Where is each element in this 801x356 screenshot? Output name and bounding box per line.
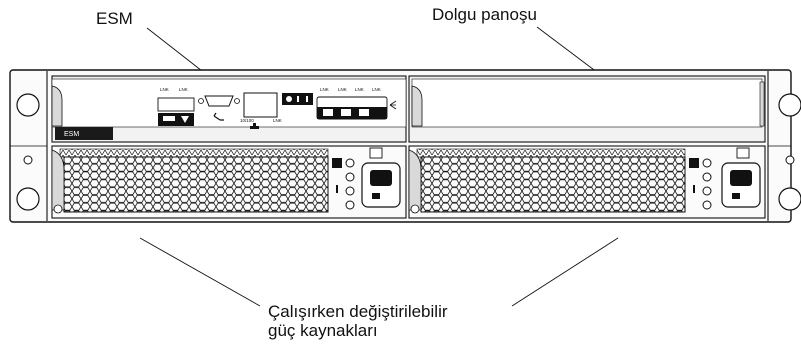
serial-screw-right [234, 98, 240, 104]
esm-callout-label: ESM [96, 9, 133, 28]
psu-right-power-switch [732, 193, 740, 199]
serial-port [204, 95, 234, 107]
esm-latch-lever [51, 85, 63, 127]
right-rack-screw [785, 155, 795, 165]
esm-name-plate-text: ESM [64, 131, 79, 138]
expansion-port-1 [323, 109, 333, 116]
psu-leader-line-right [511, 237, 619, 307]
left-rack-screw [23, 155, 33, 165]
power-led-icon [286, 96, 292, 102]
wrench-icon [213, 112, 224, 121]
port-direction-icon [389, 100, 397, 110]
down-arrow-icon [181, 116, 189, 123]
expansion-port-2 [341, 109, 351, 116]
psu-right-switch-icon [693, 185, 695, 193]
expansion-port-3 [359, 109, 369, 116]
esm-name-plate [55, 127, 113, 140]
fault-led-icon [297, 96, 299, 102]
esm-module: ESM LNK LNK 10/100 LNK LNK LNK LNK LNK [51, 75, 407, 143]
lnk-label-1: LNK [160, 87, 169, 92]
psu-right-screw [410, 204, 420, 214]
psu-right-led-4 [702, 186, 712, 196]
psu-right-led-2 [702, 158, 712, 168]
left-rack-hole-top [16, 93, 40, 117]
psu-left-socket-inner [370, 170, 392, 186]
port-icon [163, 116, 175, 121]
filler-panel [408, 75, 766, 143]
power-supplies-callout-label: Çalışırken değiştirilebilir güç kaynakla… [268, 302, 448, 340]
psu-right-latch-tab [736, 147, 750, 159]
psu-left-led-1 [332, 158, 342, 168]
psu-right-led-1 [689, 158, 699, 168]
right-rack-hole-top [778, 93, 801, 117]
psu-right-fan-grille [420, 156, 686, 213]
psu-left-switch-icon [336, 185, 338, 193]
psu-left-handle [51, 149, 65, 211]
psu-leader-line-left [139, 237, 261, 307]
lnk-label-6: LNK [372, 87, 381, 92]
psu-left-latch-tab [369, 147, 383, 159]
expansion-port-dark [317, 107, 387, 119]
power-supply-right [408, 145, 766, 219]
service-led-icon [306, 96, 308, 102]
power-supply-left [51, 145, 407, 219]
psu-right-vent-edge [416, 148, 686, 158]
power-supplies-label-line-1: Çalışırken değiştirilebilir [268, 302, 448, 321]
psu-right-led-5 [702, 200, 712, 210]
lnk-label-5: LNK [355, 87, 364, 92]
ethernet-port [243, 92, 278, 118]
psu-left-vent-edge [59, 148, 329, 158]
filler-latch-lever [411, 85, 423, 127]
psu-right-handle [408, 149, 422, 211]
psu-right-led-3 [702, 172, 712, 182]
psu-left-led-5 [345, 200, 355, 210]
filler-edge [759, 81, 765, 127]
psu-left-fan-grille [63, 156, 329, 213]
psu-left-screw [53, 204, 63, 214]
serial-screw-left [198, 98, 204, 104]
lnk-label-3: LNK [320, 87, 329, 92]
lnk-label-4: LNK [338, 87, 347, 92]
psu-left-power-switch [372, 193, 380, 199]
psu-left-led-4 [345, 186, 355, 196]
network-icon [250, 123, 259, 129]
host-port-top [157, 97, 195, 112]
ethernet-lnk-label: LNK [273, 118, 282, 123]
lnk-label-2: LNK [179, 87, 188, 92]
filler-panel-callout-label: Dolgu panoşu [432, 5, 537, 24]
right-rack-hole-bottom [778, 187, 801, 211]
psu-left-led-3 [345, 172, 355, 182]
psu-left-led-2 [345, 158, 355, 168]
left-rack-hole-bottom [16, 187, 40, 211]
psu-right-socket-inner [730, 170, 752, 186]
power-supplies-label-line-2: güç kaynakları [268, 321, 378, 340]
ethernet-speed-label: 10/100 [240, 118, 254, 123]
